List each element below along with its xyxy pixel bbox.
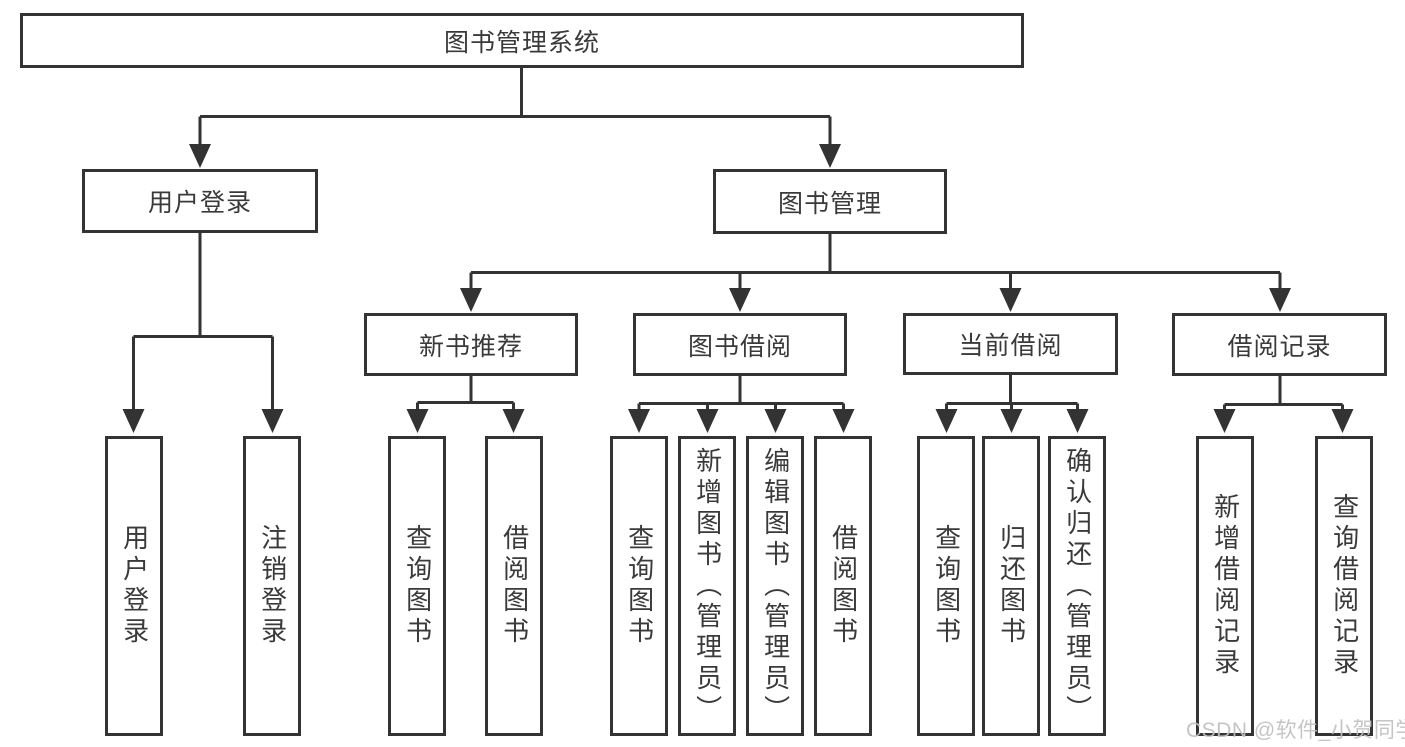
leaf-user-login-label: 用户登录 bbox=[119, 524, 150, 648]
node-current-borrow-label: 当前借阅 bbox=[958, 332, 1063, 360]
leaf-return-book: 归还图书 bbox=[982, 436, 1040, 736]
leaf-borrow-books-recommend-label: 借阅图书 bbox=[499, 524, 530, 648]
leaf-query-borrow-record: 查询借阅记录 bbox=[1315, 436, 1373, 736]
node-new-book-recommend-label: 新书推荐 bbox=[418, 332, 523, 361]
node-book-management-label: 图书管理 bbox=[777, 189, 882, 218]
leaf-add-borrow-record: 新增借阅记录 bbox=[1196, 436, 1254, 736]
node-root-label: 图书管理系统 bbox=[443, 28, 600, 57]
node-borrow-records: 借阅记录 bbox=[1172, 313, 1387, 376]
leaf-query-books-recommend: 查询图书 bbox=[388, 436, 446, 736]
leaf-edit-book-admin-label: 编辑图书（管理员） bbox=[760, 446, 791, 726]
node-borrow-records-label: 借阅记录 bbox=[1227, 332, 1332, 361]
leaf-logout-label: 注销登录 bbox=[257, 524, 288, 648]
leaf-add-borrow-record-label: 新增借阅记录 bbox=[1210, 493, 1241, 679]
node-new-book-recommend: 新书推荐 bbox=[364, 313, 578, 376]
node-user-login-label: 用户登录 bbox=[147, 189, 252, 217]
node-book-management: 图书管理 bbox=[713, 169, 947, 234]
arrowheads bbox=[122, 144, 1354, 433]
leaf-query-books-borrow: 查询图书 bbox=[610, 436, 668, 736]
leaf-logout: 注销登录 bbox=[243, 436, 301, 736]
node-book-borrow-label: 图书借阅 bbox=[687, 332, 792, 361]
watermark: CSDN @软件_小贺同学 bbox=[1186, 719, 1405, 742]
leaf-confirm-return-admin: 确认归还（管理员） bbox=[1048, 436, 1106, 736]
leaf-query-books-borrow-label: 查询图书 bbox=[624, 524, 655, 648]
leaf-return-book-label: 归还图书 bbox=[996, 524, 1027, 648]
leaf-query-books-recommend-label: 查询图书 bbox=[402, 524, 433, 648]
leaf-add-book-admin-label: 新增图书（管理员） bbox=[692, 446, 723, 726]
node-book-borrow: 图书借阅 bbox=[633, 313, 847, 376]
leaf-borrow-books-borrow: 借阅图书 bbox=[814, 436, 872, 736]
node-current-borrow: 当前借阅 bbox=[903, 313, 1118, 375]
leaf-query-books-current-label: 查询图书 bbox=[931, 524, 962, 648]
leaf-edit-book-admin: 编辑图书（管理员） bbox=[746, 436, 804, 736]
leaf-query-borrow-record-label: 查询借阅记录 bbox=[1329, 493, 1360, 679]
node-root: 图书管理系统 bbox=[20, 13, 1024, 68]
connector-lines bbox=[132, 68, 1344, 411]
node-user-login: 用户登录 bbox=[82, 169, 318, 233]
leaf-add-book-admin: 新增图书（管理员） bbox=[678, 436, 736, 736]
leaf-confirm-return-admin-label: 确认归还（管理员） bbox=[1062, 446, 1093, 726]
leaf-user-login: 用户登录 bbox=[105, 436, 163, 736]
leaf-query-books-current: 查询图书 bbox=[917, 436, 975, 736]
leaf-borrow-books-recommend: 借阅图书 bbox=[485, 436, 543, 736]
leaf-borrow-books-borrow-label: 借阅图书 bbox=[828, 524, 859, 648]
